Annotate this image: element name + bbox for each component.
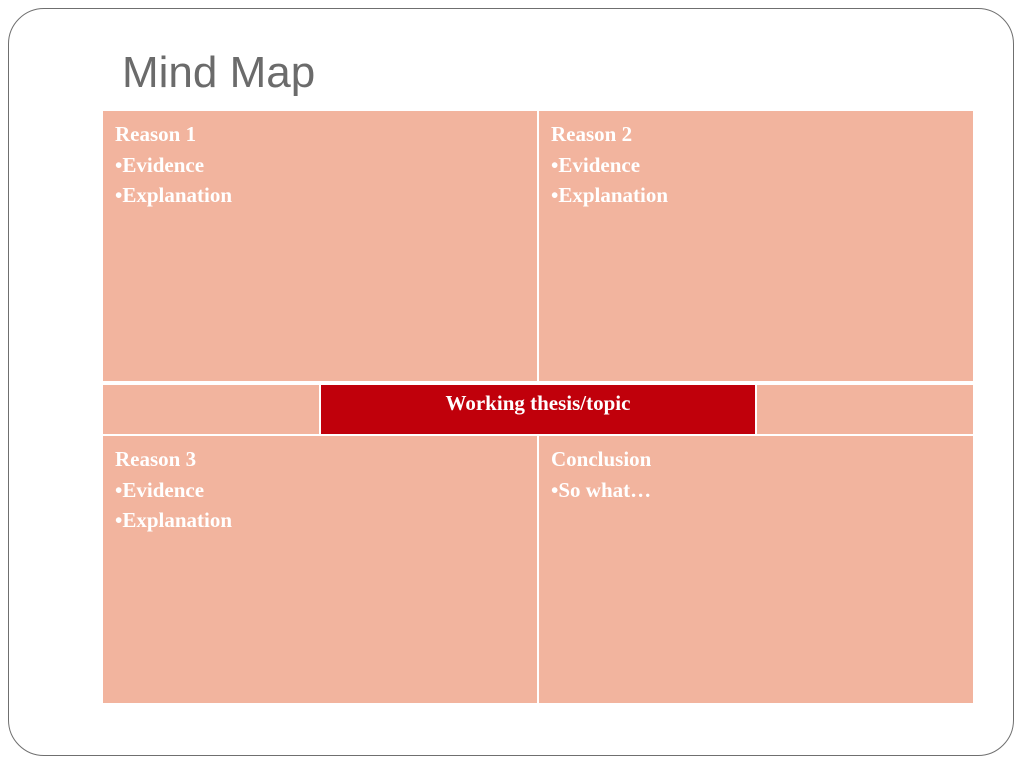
- reason-2-cell: Reason 2 •Evidence •Explanation: [539, 111, 973, 381]
- conclusion-cell: Conclusion •So what…: [539, 436, 973, 703]
- reason-3-explanation: •Explanation: [115, 508, 233, 532]
- reason-1-heading: Reason 1: [115, 122, 197, 146]
- reason-3-heading: Reason 3: [115, 447, 197, 471]
- center-row-right-fill: [757, 385, 973, 434]
- reason-3-evidence: •Evidence: [115, 477, 205, 502]
- reason-2-heading: Reason 2: [551, 122, 633, 146]
- slide-title: Mind Map: [122, 48, 316, 97]
- reason-3-cell: Reason 3 •Evidence •Explanation: [103, 436, 537, 703]
- conclusion-heading: Conclusion: [551, 447, 652, 471]
- slide-frame: Mind Map Reason 1 •Evidence •Explanation…: [8, 8, 1014, 756]
- reason-2-explanation: •Explanation: [551, 183, 669, 207]
- reason-2-evidence: •Evidence: [551, 152, 641, 177]
- working-thesis-box: Working thesis/topic: [321, 385, 755, 434]
- reason-1-evidence: •Evidence: [115, 152, 205, 177]
- conclusion-so-what: •So what…: [551, 477, 652, 502]
- mind-map-grid: Reason 1 •Evidence •Explanation Reason 2…: [103, 111, 973, 703]
- reason-1-explanation: •Explanation: [115, 183, 233, 207]
- center-row-left-fill: [103, 385, 319, 434]
- reason-1-cell: Reason 1 •Evidence •Explanation: [103, 111, 537, 381]
